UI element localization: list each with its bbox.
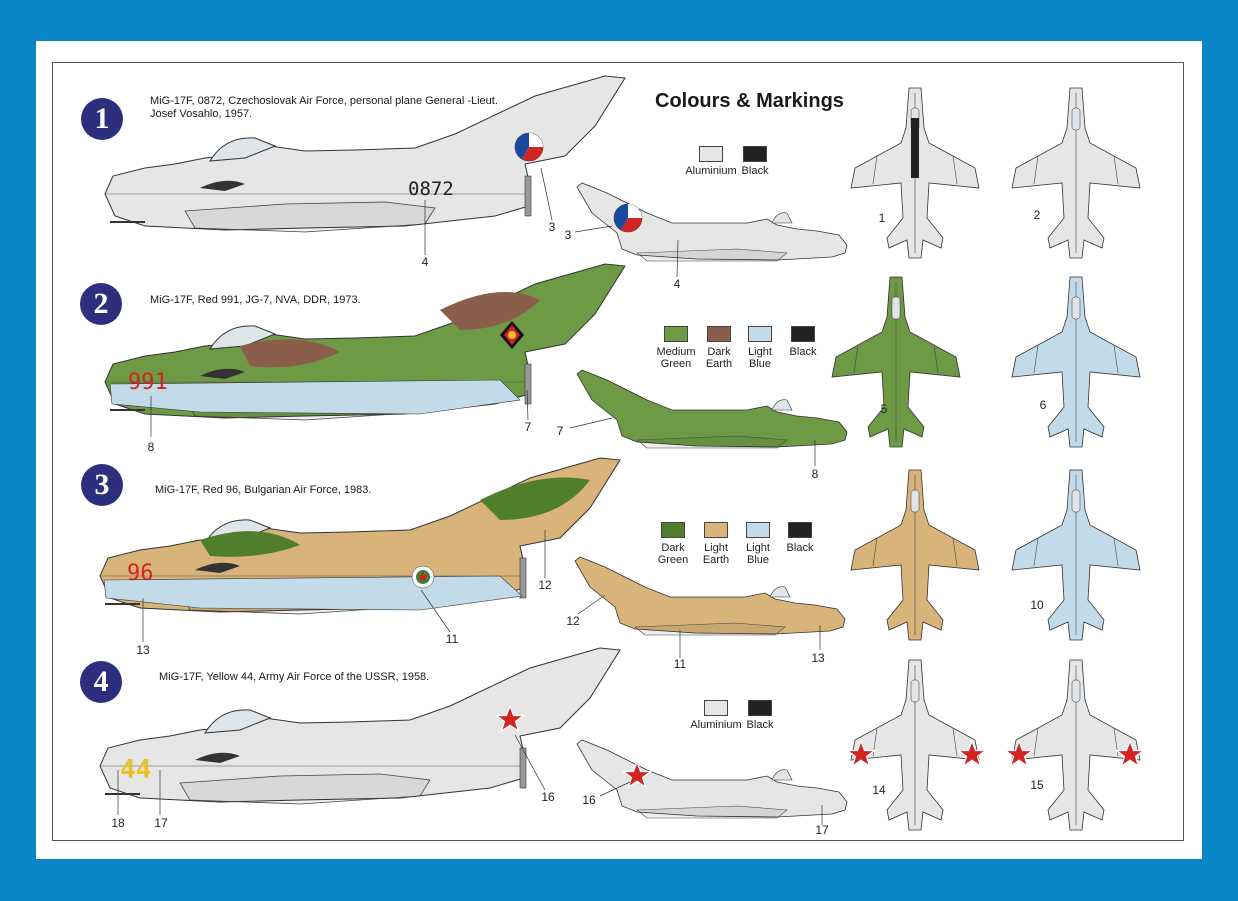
scheme-4-caption: MiG-17F, Yellow 44, Army Air Force of th… xyxy=(159,671,430,683)
callout-14: 14 xyxy=(872,783,886,797)
page-title: Colours & Markings xyxy=(655,90,844,112)
swatch-label-light-earth-l2: Earth xyxy=(702,554,730,566)
swatch-label-dark-earth-l2: Earth xyxy=(705,358,733,370)
callout-17: 17 xyxy=(154,816,168,830)
swatch-medium-green xyxy=(664,326,688,342)
swatch-light-blue-2 xyxy=(748,326,772,342)
swatch-label-dark-green-l2: Green xyxy=(657,554,689,566)
callout-17b: 17 xyxy=(815,823,829,837)
swatch-label-light-blue-2-l2: Blue xyxy=(748,358,772,370)
scheme-3-side-small xyxy=(574,556,846,636)
scheme-3-roundel xyxy=(411,565,435,589)
swatch-label-black-2: Black xyxy=(789,346,817,358)
swatch-label-medium-green-l2: Green xyxy=(660,358,692,370)
scheme-2-underside xyxy=(109,379,521,415)
callout-11: 11 xyxy=(445,632,459,646)
swatch-label-black-3: Black xyxy=(786,542,814,554)
swatch-label-light-earth-l1: Light xyxy=(704,542,728,554)
scheme-2-camo-patch xyxy=(240,339,340,368)
swatch-black-2 xyxy=(791,326,815,342)
scheme-2-serial: 991 xyxy=(128,370,168,395)
swatch-label-black-1: Black xyxy=(741,165,769,177)
scheme-1-caption-line2: Josef Vosahlo, 1957. xyxy=(150,108,253,120)
swatch-dark-earth xyxy=(707,326,731,342)
scheme-1-serial: 0872 xyxy=(408,178,454,200)
callout-12b: 12 xyxy=(566,614,580,628)
callout-5: 5 xyxy=(880,402,888,416)
callout-7b: 7 xyxy=(556,424,564,438)
swatch-black-1 xyxy=(743,146,767,162)
scheme-4-serial: 44 xyxy=(120,755,152,785)
scheme-2-side-small xyxy=(576,369,848,449)
callout-15: 15 xyxy=(1030,778,1044,792)
scheme-1-side-profile xyxy=(104,75,626,233)
callout-1: 1 xyxy=(878,211,886,225)
callout-8: 8 xyxy=(147,440,155,454)
swatch-aluminium-4 xyxy=(704,700,728,716)
callout-11b: 11 xyxy=(673,657,687,671)
callout-16: 16 xyxy=(541,790,555,804)
swatch-label-light-blue-2-l1: Light xyxy=(748,346,772,358)
swatch-label-black-4: Black xyxy=(746,719,774,731)
callout-12: 12 xyxy=(538,578,552,592)
swatch-dark-green xyxy=(661,522,685,538)
callout-4b: 4 xyxy=(673,277,681,291)
scheme-2-bottom-view xyxy=(1011,276,1141,448)
swatch-label-light-blue-3-l1: Light xyxy=(746,542,770,554)
callout-6: 6 xyxy=(1039,398,1047,412)
callout-13b: 13 xyxy=(811,651,825,665)
swatch-label-aluminium-4: Aluminium xyxy=(690,719,742,731)
scheme-4-bottom-view xyxy=(1011,659,1141,831)
scheme-badge-1: 1 xyxy=(81,98,123,140)
scheme-3-caption: MiG-17F, Red 96, Bulgarian Air Force, 19… xyxy=(155,484,372,496)
swatch-black-3 xyxy=(788,522,812,538)
scheme-3-bottom-view xyxy=(1011,469,1141,641)
callout-3: 3 xyxy=(548,220,556,234)
scheme-1-roundel-small xyxy=(613,203,643,233)
callout-2: 2 xyxy=(1033,208,1041,222)
callout-7: 7 xyxy=(524,420,532,434)
swatch-aluminium-1 xyxy=(699,146,723,162)
scheme-badge-3: 3 xyxy=(81,464,123,506)
callout-4: 4 xyxy=(421,255,429,269)
sheet-frame xyxy=(52,62,1184,841)
scheme-2-caption: MiG-17F, Red 991, JG-7, NVA, DDR, 1973. xyxy=(150,294,361,306)
callout-16b: 16 xyxy=(582,793,596,807)
scheme-4-top-view xyxy=(850,659,980,831)
swatch-label-dark-green-l1: Dark xyxy=(661,542,685,554)
callout-10: 10 xyxy=(1030,598,1044,612)
scheme-3-camo-patch-2 xyxy=(480,477,590,520)
scheme-1-caption-line1: MiG-17F, 0872, Czechoslovak Air Force, p… xyxy=(150,95,498,107)
scheme-badge-4: 4 xyxy=(80,661,122,703)
callout-8b: 8 xyxy=(811,467,819,481)
scheme-3-camo-patch xyxy=(200,531,300,557)
swatch-light-blue-3 xyxy=(746,522,770,538)
swatch-label-light-blue-3-l2: Blue xyxy=(746,554,770,566)
callout-3b: 3 xyxy=(564,228,572,242)
scheme-1-bottom-view xyxy=(1011,87,1141,259)
swatch-label-dark-earth-l1: Dark xyxy=(707,346,731,358)
scheme-3-serial: 96 xyxy=(127,561,154,586)
scheme-3-top-view xyxy=(850,469,980,641)
scheme-1-roundel xyxy=(514,132,544,162)
callout-13: 13 xyxy=(136,643,150,657)
callout-18: 18 xyxy=(111,816,125,830)
swatch-label-aluminium-1: Aluminium xyxy=(685,165,737,177)
swatch-label-medium-green-l1: Medium xyxy=(656,346,696,358)
scheme-2-camo-patch-2 xyxy=(440,292,540,330)
swatch-light-earth xyxy=(704,522,728,538)
scheme-4-side-profile xyxy=(99,647,621,805)
scheme-2-top-view xyxy=(831,276,961,448)
scheme-4-side-small xyxy=(576,739,848,819)
swatch-black-4 xyxy=(748,700,772,716)
scheme-1-anti-glare xyxy=(911,118,919,178)
scheme-badge-2: 2 xyxy=(80,283,122,325)
